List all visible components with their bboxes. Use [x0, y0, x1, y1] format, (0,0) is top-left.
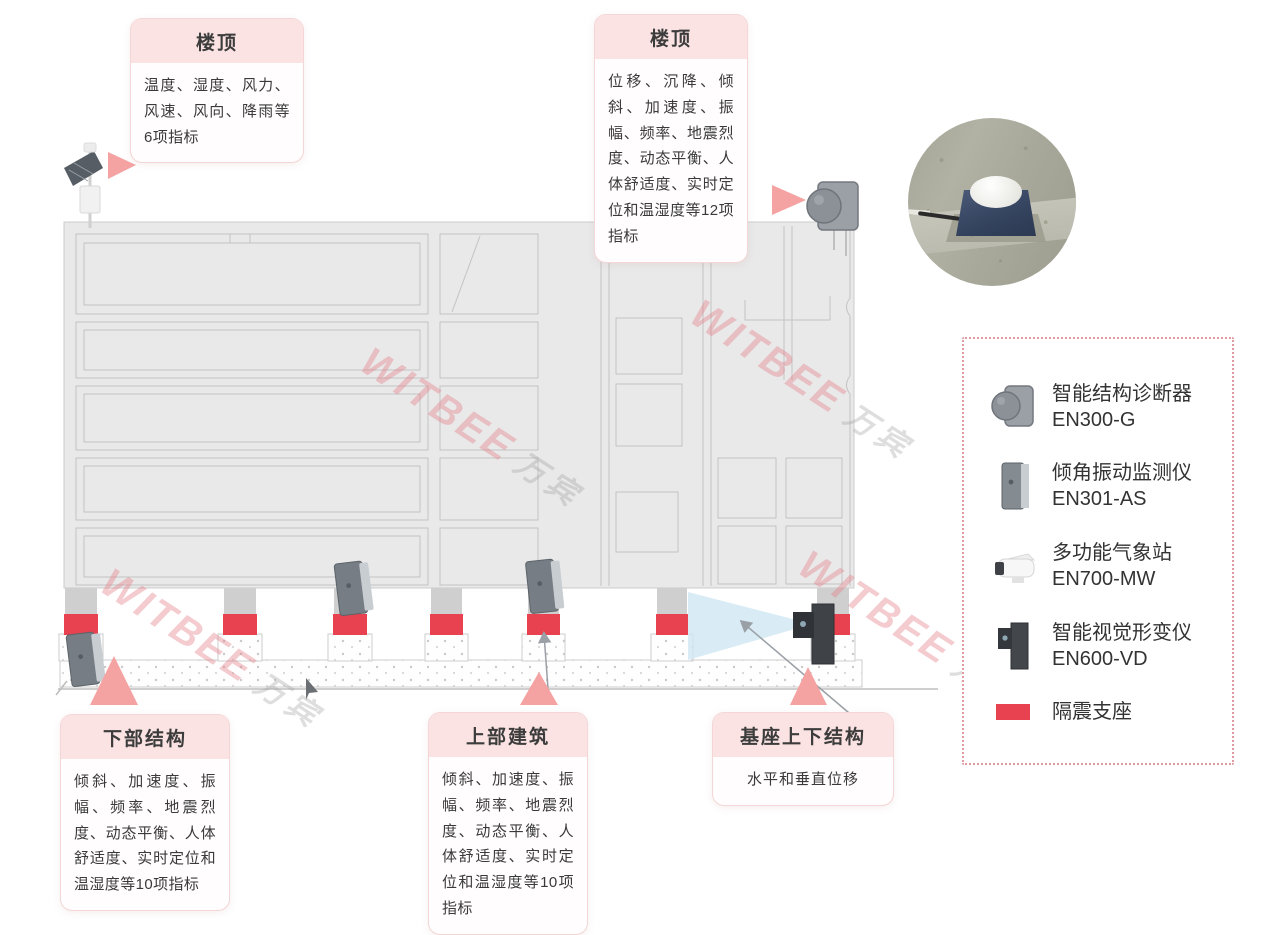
tilt-vibration-monitor-icon — [65, 630, 107, 688]
structure-diagnoser-icon — [990, 382, 1038, 432]
callout-base-structure: 基座上下结构 水平和垂直位移 — [712, 712, 894, 806]
tilt-vibration-monitor-icon — [524, 557, 566, 615]
sensor-installation-photo — [908, 118, 1076, 286]
tilt-vibration-monitor-icon — [990, 460, 1038, 512]
callout-arrow-icon — [90, 152, 827, 705]
callout-body: 倾斜、加速度、振幅、频率、地震烈度、动态平衡、人体舒适度、实时定位和温湿度等10… — [442, 771, 574, 917]
weather-station-icon — [990, 544, 1038, 588]
isolation-bearing-swatch — [990, 701, 1038, 723]
sensor-dome — [970, 176, 1022, 208]
legend-item-name: 倾角振动监测仪 — [1052, 462, 1192, 485]
callout-roof-right: 楼顶 位移、沉降、倾斜、加速度、振幅、频率、地震烈度、动态平衡、人体舒适度、实时… — [594, 14, 748, 263]
structure-diagnoser-icon — [806, 181, 859, 256]
cursor-arrow-icon — [306, 678, 318, 700]
callout-title: 上部建筑 — [429, 713, 587, 757]
callout-body: 倾斜、加速度、振幅、频率、地震烈度、动态平衡、人体舒适度、实时定位和温湿度等10… — [74, 773, 216, 894]
legend-item-model: EN600-VD — [1052, 647, 1148, 670]
building-interior-lines — [75, 226, 851, 586]
legend-item: 倾角振动监测仪 EN301-AS — [990, 460, 1232, 512]
legend-item-name: 多功能气象站 — [1052, 541, 1172, 564]
legend-item: 隔震支座 — [990, 699, 1232, 725]
tilt-vibration-monitor-icon — [333, 559, 375, 617]
callout-title: 楼顶 — [595, 15, 747, 59]
legend-item-model: EN300-G — [1052, 408, 1136, 431]
visual-deformation-icon — [990, 620, 1038, 672]
callout-body: 温度、湿度、风力、风速、风向、降雨等6项指标 — [144, 77, 290, 146]
callout-body: 水平和垂直位移 — [746, 771, 859, 788]
callout-title: 楼顶 — [131, 19, 303, 63]
legend-item: 智能结构诊断器 EN300-G — [990, 381, 1232, 433]
callout-lower-structure: 下部结构 倾斜、加速度、振幅、频率、地震烈度、动态平衡、人体舒适度、实时定位和温… — [60, 714, 230, 911]
pointer-arrow — [739, 620, 863, 725]
legend-item-model: EN301-AS — [1052, 488, 1147, 511]
weather-station-icon — [64, 142, 103, 228]
callout-title: 下部结构 — [61, 715, 229, 759]
building-slab — [63, 221, 855, 589]
legend-item-name: 智能结构诊断器 — [1052, 382, 1192, 405]
legend-item-name: 智能视觉形变仪 — [1052, 621, 1192, 644]
callout-upper-building: 上部建筑 倾斜、加速度、振幅、频率、地震烈度、动态平衡、人体舒适度、实时定位和温… — [428, 712, 588, 935]
legend-panel: 智能结构诊断器 EN300-G 倾角振动监测仪 EN301-AS — [962, 337, 1234, 765]
callout-roof-left: 楼顶 温度、湿度、风力、风速、风向、降雨等6项指标 — [130, 18, 304, 164]
legend-item: 多功能气象站 EN700-MW — [990, 540, 1232, 592]
callout-body: 位移、沉降、倾斜、加速度、振幅、频率、地震烈度、动态平衡、人体舒适度、实时定位和… — [608, 73, 734, 245]
legend-item-model: EN700-MW — [1052, 567, 1156, 590]
legend-item: 智能视觉形变仪 EN600-VD — [990, 620, 1232, 672]
legend-item-name: 隔震支座 — [1052, 701, 1132, 724]
visual-deformation-camera-icon — [793, 603, 835, 665]
callout-title: 基座上下结构 — [713, 713, 893, 757]
